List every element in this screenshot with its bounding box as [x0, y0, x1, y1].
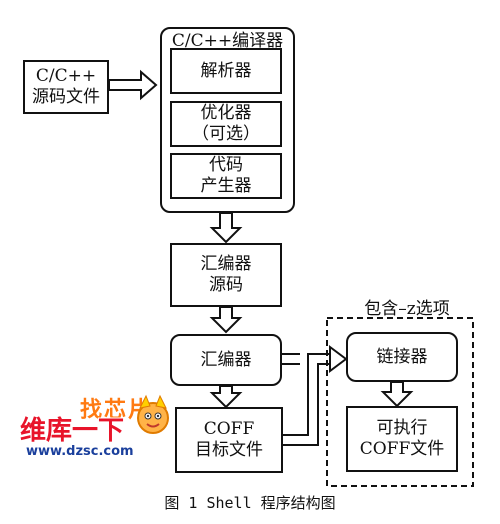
- asm-source-line1: 汇编器: [200, 254, 252, 274]
- exec-line2: COFF文件: [359, 439, 445, 459]
- arrow-linker-to-exec: [380, 381, 414, 408]
- arrow-source-to-compiler: [108, 69, 158, 101]
- optimizer-line2: （可选）: [192, 124, 260, 144]
- watermark-url: www.dzsc.com: [26, 444, 134, 459]
- asm-source-line2: 源码: [209, 275, 243, 295]
- option-group-border: [326, 317, 474, 487]
- source-file-box: C/C++ 源码文件: [23, 60, 109, 114]
- arrow-assembler-to-coff: [209, 385, 243, 409]
- option-group-label: 包含–z选项: [364, 299, 450, 319]
- optimizer-box: 优化器 （可选）: [170, 101, 282, 147]
- coff-object-line1: COFF: [203, 419, 255, 439]
- compiler-title: C/C++编译器: [171, 31, 284, 51]
- arrow-assembler-to-linker: [281, 353, 300, 365]
- arrow-coff-to-linker: [283, 345, 348, 446]
- optimizer-line1: 优化器: [200, 103, 252, 123]
- arrow-asm-source-to-assembler: [209, 306, 243, 334]
- codegen-box: 代码 产生器: [170, 153, 282, 199]
- parser-label: 解析器: [200, 60, 252, 81]
- assembler-label: 汇编器: [200, 349, 252, 370]
- parser-box: 解析器: [170, 48, 282, 94]
- figure-caption: 图 1 Shell 程序结构图: [164, 494, 336, 512]
- watermark-logo: 找芯片 维库一下 www.dzsc.com: [18, 392, 178, 464]
- linker-label: 链接器: [376, 346, 428, 367]
- codegen-line2: 产生器: [200, 176, 252, 196]
- codegen-line1: 代码: [209, 155, 243, 175]
- linker-box: 链接器: [346, 332, 458, 382]
- coff-object-line2: 目标文件: [195, 440, 263, 460]
- watermark-main-text: 维库一下: [20, 416, 125, 446]
- assembler-box: 汇编器: [170, 334, 282, 386]
- coff-object-box: COFF 目标文件: [175, 407, 283, 473]
- exec-coff-box: 可执行 COFF文件: [346, 406, 458, 472]
- asm-source-box: 汇编器 源码: [170, 243, 282, 307]
- arrow-compiler-to-asm-source: [209, 212, 243, 244]
- source-line2: 源码文件: [32, 87, 100, 107]
- mascot-icon: [137, 394, 169, 434]
- exec-line1: 可执行: [376, 418, 428, 438]
- source-line1: C/C++: [35, 66, 97, 86]
